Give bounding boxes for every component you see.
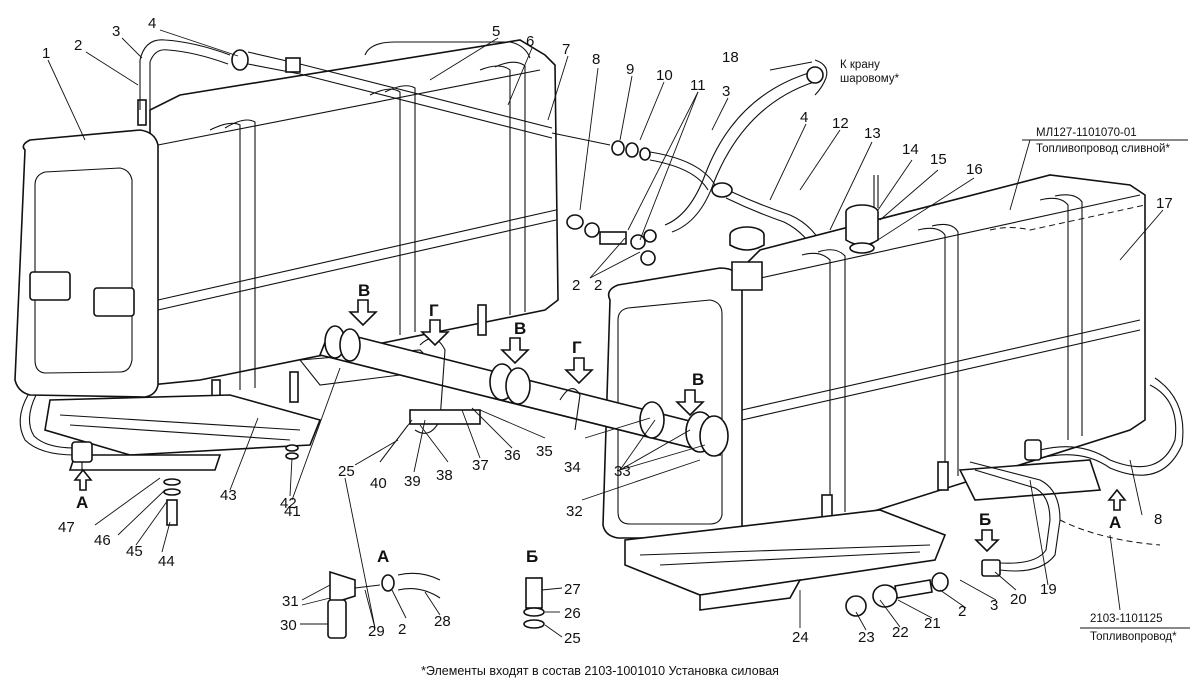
callout-11: 11 — [690, 77, 706, 94]
leader-lines — [47, 29, 1190, 638]
callout-22: 22 — [892, 624, 909, 641]
callout-3: 3 — [990, 597, 998, 614]
callout-25: 25 — [564, 630, 581, 647]
view-letter-g2: Г — [572, 338, 582, 357]
callout-32: 32 — [566, 503, 583, 520]
view-letter-a-right: А — [1109, 513, 1121, 532]
view-letter-v2: В — [514, 319, 526, 338]
callout-16: 16 — [966, 161, 983, 178]
callout-2: 2 — [958, 603, 966, 620]
detail-view-a — [327, 570, 441, 639]
callout-47: 47 — [58, 519, 75, 536]
callout-19: 19 — [1040, 581, 1057, 598]
view-letter-a-left: А — [76, 493, 88, 512]
right-fuel-tank — [602, 174, 1146, 539]
view-letter-labels: В Г В Г В А А Б А Б — [76, 281, 1121, 566]
callout-33: 33 — [614, 463, 631, 480]
detail-title-a: А — [377, 547, 389, 566]
callout-2: 2 — [398, 621, 406, 638]
callout-21: 21 — [924, 615, 941, 632]
callout-12: 12 — [832, 115, 849, 132]
callout-39: 39 — [404, 473, 421, 490]
callout-20: 20 — [1010, 591, 1027, 608]
left-fuel-line — [19, 394, 93, 470]
callout-4: 4 — [148, 15, 156, 32]
view-letter-b-right: Б — [979, 510, 991, 529]
callout-35: 35 — [536, 443, 553, 460]
callout-46: 46 — [94, 532, 111, 549]
callout-3: 3 — [112, 23, 120, 40]
callout-34: 34 — [564, 459, 581, 476]
callout-15: 15 — [930, 151, 947, 168]
callout-14: 14 — [902, 141, 919, 158]
right-fuel-line — [989, 204, 1184, 546]
note-drain-code: МЛ127-1101070-01 — [1036, 127, 1137, 139]
callout-37: 37 — [472, 457, 489, 474]
callout-27: 27 — [564, 581, 581, 598]
callout-10: 10 — [656, 67, 673, 84]
callout-17: 17 — [1156, 195, 1173, 212]
view-arrows — [73, 299, 1127, 553]
note-fuel-code: 2103-1101125 — [1090, 613, 1162, 625]
note-to-valve-2: шаровому* — [840, 73, 900, 85]
callout-6: 6 — [526, 33, 534, 50]
footnote: *Элементы входят в состав 2103-1001010 У… — [421, 664, 779, 678]
callout-26: 26 — [564, 605, 581, 622]
callout-5: 5 — [492, 23, 500, 40]
callout-38: 38 — [436, 467, 453, 484]
callout-4: 4 — [800, 109, 808, 126]
note-drain-name: Топливопровод сливной* — [1036, 143, 1170, 155]
callout-2: 2 — [572, 277, 580, 294]
callout-1: 1 — [42, 45, 50, 62]
callout-42: 42 — [280, 495, 297, 512]
left-support-bracket — [44, 349, 442, 471]
callout-3: 3 — [722, 83, 730, 100]
callout-2: 2 — [74, 37, 82, 54]
fittings-cluster — [566, 214, 657, 266]
detail-title-b: Б — [526, 547, 538, 566]
callout-30: 30 — [280, 617, 297, 634]
callout-25: 25 — [338, 463, 355, 480]
view-letter-g1: Г — [429, 301, 439, 320]
callout-8: 8 — [1154, 511, 1162, 528]
hose-to-ball-valve — [664, 59, 828, 233]
callout-23: 23 — [858, 629, 875, 646]
callout-18: 18 — [722, 49, 739, 66]
callout-29: 29 — [368, 623, 385, 640]
callout-31: 31 — [282, 593, 299, 610]
view-letter-v1: В — [358, 281, 370, 300]
view-letter-v3: В — [692, 370, 704, 389]
notes: К крану шаровому* МЛ127-1101070-01 Топли… — [840, 59, 1177, 643]
callout-44: 44 — [158, 553, 175, 570]
note-to-valve-1: К крану — [840, 59, 880, 71]
callout-8: 8 — [592, 51, 600, 68]
callout-45: 45 — [126, 543, 143, 560]
callout-13: 13 — [864, 125, 881, 142]
callout-2: 2 — [594, 277, 602, 294]
left-fastener-stack — [163, 444, 299, 526]
crossover-pipe — [318, 325, 729, 457]
callout-28: 28 — [434, 613, 451, 630]
callout-43: 43 — [220, 487, 237, 504]
callout-36: 36 — [504, 447, 521, 464]
left-fuel-tank — [14, 39, 559, 411]
vent-hose-and-pipes — [139, 39, 833, 271]
callout-24: 24 — [792, 629, 809, 646]
note-fuel-name: Топливопровод* — [1090, 631, 1177, 643]
detail-view-b — [523, 577, 545, 629]
callout-9: 9 — [626, 61, 634, 78]
callout-7: 7 — [562, 41, 570, 58]
callout-40: 40 — [370, 475, 387, 492]
callout-41: 41 — [284, 503, 301, 520]
